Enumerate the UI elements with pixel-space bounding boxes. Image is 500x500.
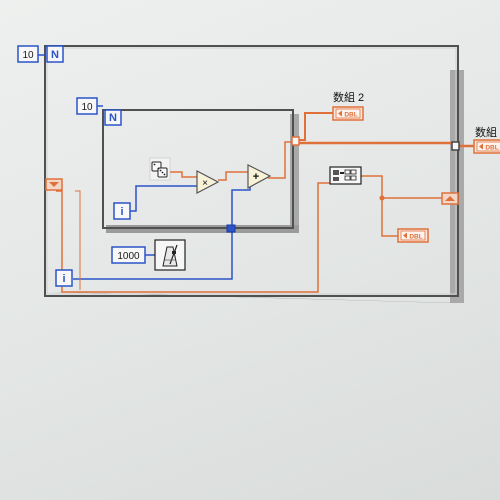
inner-loop-frame xyxy=(102,109,294,229)
inner-loop-shadow xyxy=(290,114,299,233)
array-indicator[interactable]: DBL xyxy=(473,139,500,154)
shift-register-left-wire xyxy=(56,182,330,293)
shift-register-right[interactable] xyxy=(441,192,459,205)
multiply-icon: × xyxy=(202,178,208,189)
shift-register-feed-wire xyxy=(75,190,81,290)
shift-register-left[interactable] xyxy=(45,178,63,191)
inner-count-constant[interactable]: 10 xyxy=(76,97,98,115)
add-icon: + xyxy=(253,171,259,183)
wait-node[interactable] xyxy=(154,239,186,271)
indicator-arrow-icon xyxy=(403,232,407,239)
outer-output-tunnel[interactable] xyxy=(451,141,460,151)
array-label: 数組 xyxy=(475,126,497,139)
outer-count-constant[interactable]: 10 xyxy=(17,45,39,63)
array2-indicator[interactable]: DBL xyxy=(332,106,364,121)
multiply-node[interactable]: × xyxy=(196,170,220,194)
outer-n-label: N xyxy=(51,49,59,61)
outer-loop-frame xyxy=(44,45,459,297)
wires xyxy=(38,54,474,293)
array2-type: DBL xyxy=(344,112,357,119)
array-type: DBL xyxy=(485,145,498,152)
outer-loop-shadow-bottom xyxy=(52,292,460,303)
outer-iteration-terminal[interactable]: i xyxy=(55,269,73,287)
shift-register-down-icon xyxy=(49,182,59,187)
indicator-arrow-icon xyxy=(479,143,483,150)
inner-for-loop[interactable] xyxy=(102,109,299,233)
sum-wire xyxy=(268,141,292,179)
inner-n-label: N xyxy=(109,112,117,124)
indicator-arrow-icon xyxy=(338,110,342,117)
outer-count-terminal[interactable]: N xyxy=(46,45,64,63)
inner-count-value: 10 xyxy=(81,102,93,113)
array2-label: 数組 2 xyxy=(333,91,364,104)
dice-icon xyxy=(151,161,168,178)
inner-i-label: i xyxy=(120,206,123,218)
build-array-indicator-wire xyxy=(381,198,398,237)
inner-count-terminal[interactable]: N xyxy=(104,109,122,126)
wait-constant-value: 1000 xyxy=(117,251,140,262)
outer-i-tunnel[interactable] xyxy=(226,224,236,233)
wait-constant[interactable]: 1000 xyxy=(111,246,146,264)
shift-register-up-icon xyxy=(445,196,455,201)
add-node[interactable]: + xyxy=(247,164,272,190)
array2-wire xyxy=(298,112,333,141)
build-array-indicator[interactable]: DBL xyxy=(397,228,429,243)
product-wire xyxy=(218,171,248,181)
random-number-node[interactable] xyxy=(149,157,171,181)
build-array-icon xyxy=(333,169,357,181)
outer-loop-frame-inner xyxy=(46,47,457,295)
inner-output-tunnel[interactable] xyxy=(291,136,300,146)
build-array-type: DBL xyxy=(409,234,422,241)
inner-i-wire xyxy=(130,185,198,212)
build-array-out-wire xyxy=(361,175,442,199)
build-array-node[interactable] xyxy=(329,166,362,185)
outer-i-wire xyxy=(73,186,251,280)
metronome-icon xyxy=(162,244,178,267)
outer-for-loop[interactable] xyxy=(44,45,464,303)
outer-i-label: i xyxy=(62,273,65,285)
inner-iteration-terminal[interactable]: i xyxy=(113,202,131,220)
random-wire xyxy=(170,171,198,178)
outer-count-value: 10 xyxy=(22,50,34,61)
wire-junction xyxy=(379,195,385,201)
